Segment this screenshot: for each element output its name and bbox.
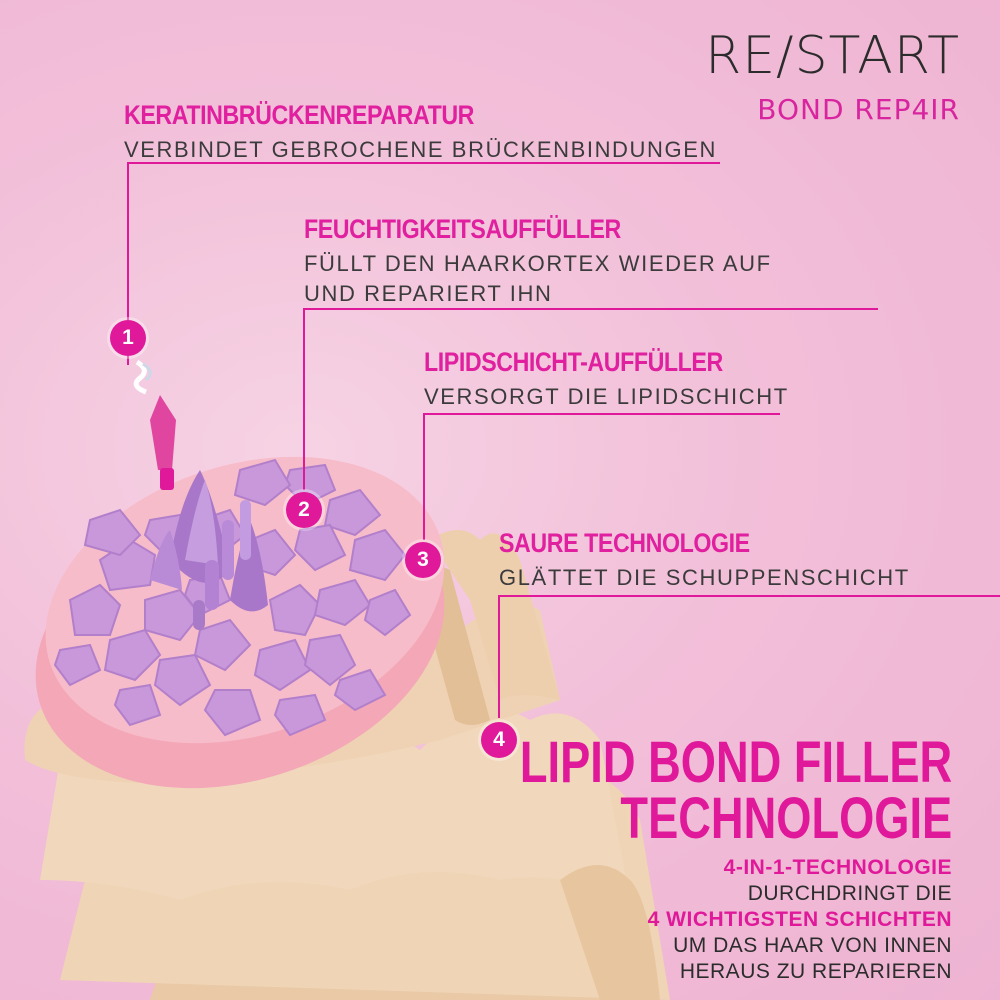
headline-line-2: TECHNOLOGIE (620, 786, 952, 851)
callout-2: FEUCHTIGKEITSAUFFÜLLER FÜLLT DEN HAARKOR… (304, 214, 772, 309)
brand-subtitle: BOND REP4IR (757, 93, 960, 126)
technology-line-5: HERAUS ZU REPARIEREN (679, 960, 952, 983)
headline-line-1: LIPID BOND FILLER (519, 730, 952, 795)
callout-4: SAURE TECHNOLOGIE GLÄTTET DIE SCHUPPENSC… (499, 528, 910, 593)
callout-3-text: VERSORGT DIE LIPIDSCHICHT (424, 384, 789, 409)
callout-2-title: FEUCHTIGKEITSAUFFÜLLER (304, 214, 621, 244)
number-badge-4: 4 (481, 722, 517, 758)
callout-3: LIPIDSCHICHT-AUFFÜLLER VERSORGT DIE LIPI… (424, 347, 789, 412)
technology-line-1: 4-IN-1-TECHNOLOGIE (723, 856, 952, 879)
number-badge-3: 3 (405, 542, 441, 578)
repair-molecule (133, 359, 176, 490)
callout-4-text: GLÄTTET DIE SCHUPPENSCHICHT (499, 565, 910, 590)
number-badge-1: 1 (110, 320, 146, 356)
callout-2-text-line-2: UND REPARIERT IHN (304, 281, 553, 306)
callout-4-title: SAURE TECHNOLOGIE (499, 528, 750, 558)
callout-2-text-line-1: FÜLLT DEN HAARKORTEX WIEDER AUF (304, 251, 772, 276)
headline: LIPID BOND FILLER TECHNOLOGIE (519, 730, 952, 851)
callout-1: KERATINBRÜCKENREPARATUR VERBINDET GEBROC… (124, 100, 717, 165)
callout-3-title: LIPIDSCHICHT-AUFFÜLLER (424, 347, 723, 377)
technology-line-4: UM DAS HAAR VON INNEN (673, 934, 952, 957)
technology-line-2: DURCHDRINGT DIE (747, 882, 952, 905)
number-badge-2: 2 (286, 492, 322, 528)
brand-name: RE/START (705, 26, 960, 86)
technology-description: 4-IN-1-TECHNOLOGIE DURCHDRINGT DIE 4 WIC… (648, 855, 952, 985)
callout-1-text: VERBINDET GEBROCHENE BRÜCKENBINDUNGEN (124, 137, 717, 162)
callout-1-title: KERATINBRÜCKENREPARATUR (124, 100, 475, 130)
brand-logo: RE/START BOND REP4IR (705, 30, 960, 124)
callout-lines (127, 162, 1000, 718)
technology-line-3: 4 WICHTIGSTEN SCHICHTEN (647, 908, 952, 931)
medulla-fibres (150, 470, 268, 630)
